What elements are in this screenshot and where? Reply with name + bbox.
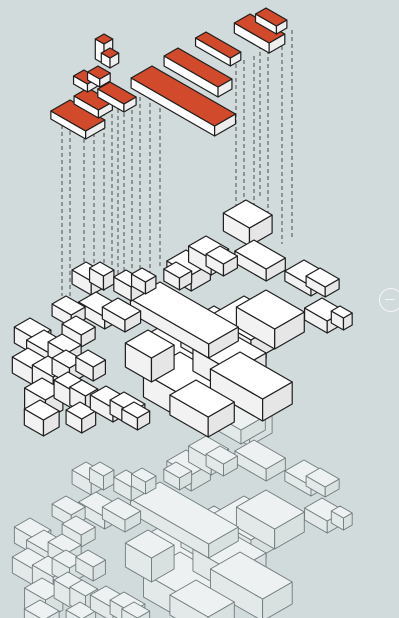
building-mass xyxy=(122,402,150,430)
red-roof-layer xyxy=(51,8,287,139)
red-roof xyxy=(196,32,241,66)
ghost-building xyxy=(235,440,285,481)
ghost-building-layer xyxy=(12,398,352,618)
building-mass xyxy=(235,240,285,281)
building-mass-layer xyxy=(12,200,352,437)
red-roof xyxy=(101,48,118,68)
building-mass xyxy=(223,200,272,246)
minus-circle-icon[interactable] xyxy=(379,288,399,312)
